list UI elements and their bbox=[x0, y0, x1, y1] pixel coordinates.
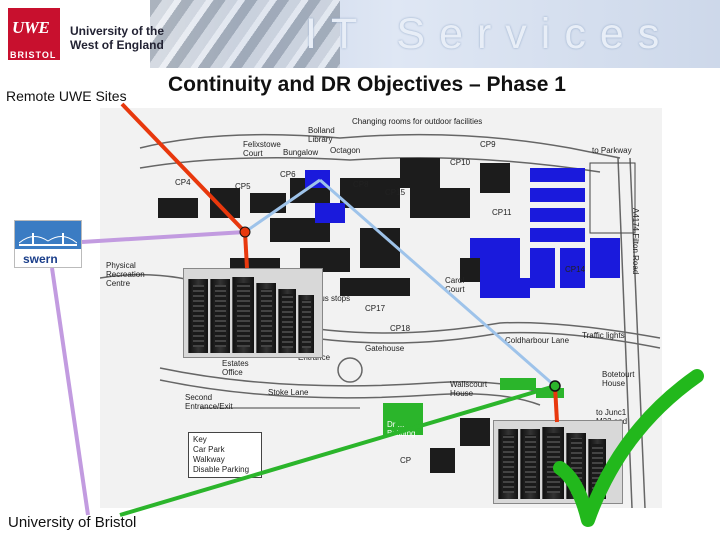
swern-text: swern bbox=[23, 252, 58, 266]
map-label-estates: Estates Office bbox=[222, 359, 249, 377]
map-label-cp5: CP5 bbox=[235, 182, 251, 191]
map-label-gatehouse: Gatehouse bbox=[365, 344, 405, 353]
purple-link-swern bbox=[81, 230, 246, 244]
map-label-wallscourt: Wallscourt House bbox=[450, 380, 488, 398]
map-label-cp15: CP15 bbox=[385, 188, 406, 197]
sports-field bbox=[589, 162, 636, 234]
map-label-bolland: Bolland Library bbox=[308, 126, 335, 144]
map-label-felixstowe: Felixstowe Court bbox=[243, 140, 281, 158]
logo-uwe-text: UWE bbox=[12, 18, 50, 37]
node-primary bbox=[239, 226, 251, 238]
map-label-cp10: CP10 bbox=[450, 158, 471, 167]
rack bbox=[232, 277, 254, 353]
map-label-botetourt: Botetourt House bbox=[602, 370, 635, 388]
green-link-bristol bbox=[119, 384, 556, 517]
node-dr bbox=[549, 380, 561, 392]
blue-buildings bbox=[305, 168, 620, 298]
map-label-cp: CP bbox=[400, 456, 412, 465]
map-label-coldharbour: Coldharbour Lane bbox=[505, 336, 570, 345]
uwe-logo: UWE BRISTOL bbox=[8, 8, 60, 60]
rack bbox=[520, 429, 540, 499]
key-walkway: Walkway bbox=[193, 455, 225, 464]
rack bbox=[298, 295, 314, 353]
map-label-carol-court: Carol Court bbox=[445, 276, 465, 294]
checkmark-icon bbox=[553, 369, 704, 527]
rack bbox=[498, 429, 518, 499]
map-label-to-parkway: to Parkway bbox=[592, 146, 632, 155]
rack bbox=[256, 283, 276, 353]
map-label-changing-rooms: Changing rooms for outdoor facilities bbox=[352, 117, 483, 126]
university-name: University of the West of England bbox=[70, 24, 165, 52]
remote-sites-label: Remote UWE Sites bbox=[6, 88, 127, 104]
map-drawing bbox=[100, 133, 661, 508]
rack bbox=[278, 289, 296, 353]
university-of-bristol-label: University of Bristol bbox=[8, 514, 137, 531]
bridge-icon bbox=[19, 233, 77, 246]
logo-bristol-text: BRISTOL bbox=[10, 50, 57, 60]
map-label-second-entrance: Second Entrance/Exit bbox=[185, 393, 233, 411]
rack bbox=[188, 279, 208, 353]
rack bbox=[210, 279, 230, 353]
map-label-stoke-lane: Stoke Lane bbox=[268, 388, 309, 397]
keyboard-graphic bbox=[150, 0, 340, 68]
map-label-octagon: Octagon bbox=[330, 146, 361, 155]
key-title: Key bbox=[193, 435, 207, 444]
server-room-photo-1 bbox=[183, 268, 323, 358]
red-link-remote bbox=[120, 102, 247, 234]
map-key: Key Car Park Walkway Disable Parking bbox=[188, 432, 262, 478]
slide-title: Continuity and DR Objectives – Phase 1 bbox=[168, 73, 566, 96]
map-label-cp4: CP4 bbox=[175, 178, 191, 187]
map-label-cp11: CP11 bbox=[492, 208, 512, 217]
map-label-cp17: CP17 bbox=[365, 304, 386, 313]
red-link-down bbox=[243, 231, 249, 269]
map-label-cp9: CP9 bbox=[480, 140, 496, 149]
banner-title: IT Services bbox=[305, 10, 674, 58]
map-label-bus-stops: Bus stops bbox=[315, 294, 351, 303]
key-disable: Disable Parking bbox=[193, 465, 250, 474]
swern-logo: swern bbox=[14, 220, 82, 268]
map-label-physical-recreation: Physical Recreation Centre bbox=[106, 261, 145, 288]
blue-link-1 bbox=[244, 178, 321, 234]
map-label-cp18: CP18 bbox=[390, 324, 411, 333]
map-label-bungalow: Bungalow bbox=[283, 148, 319, 157]
header-banner: UWE BRISTOL University of the West of En… bbox=[0, 0, 720, 68]
rack bbox=[542, 427, 564, 499]
map-label-cp6: CP6 bbox=[280, 170, 296, 179]
key-car-park: Car Park bbox=[193, 445, 225, 454]
red-link-dr bbox=[553, 385, 559, 423]
blue-link-2 bbox=[319, 178, 556, 388]
map-label-cp8: CP8 bbox=[353, 180, 369, 189]
map-label-traffic-lights: Traffic lights bbox=[582, 331, 625, 340]
purple-link-bristol bbox=[50, 267, 90, 516]
map-label-cp14: CP14 bbox=[565, 265, 586, 274]
